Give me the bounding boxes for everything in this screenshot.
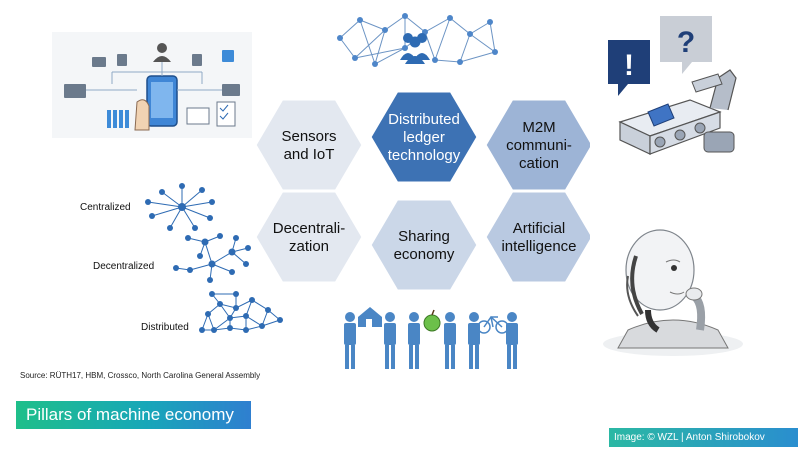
decentralized-label: Decentralized xyxy=(93,261,155,272)
iot-illustration xyxy=(52,32,252,138)
hexagon-artificial-intelligence xyxy=(483,189,590,285)
person-icon xyxy=(153,43,171,62)
centralized-label: Centralized xyxy=(80,202,131,213)
house-icon xyxy=(358,307,382,327)
hexagon-distributed-ledger xyxy=(368,89,480,185)
svg-text:!: ! xyxy=(624,49,634,82)
pillar-label-decentralization: Decentrali-zation xyxy=(273,220,346,255)
hexagon-sharing-economy xyxy=(368,197,480,293)
decentralized-network-icon xyxy=(173,233,251,283)
apple-icon xyxy=(423,309,441,332)
humanoid-robot-icon xyxy=(603,229,743,356)
smartphone-iot-icon xyxy=(134,75,178,131)
distributed-label: Distributed xyxy=(141,322,189,333)
m2m-robot-illustration: ! ? xyxy=(608,16,737,155)
network-people-icon xyxy=(400,33,430,64)
hexagon-decentralization xyxy=(253,189,365,285)
hexagon-sensors-iot xyxy=(253,97,365,193)
sharing-people-illustration xyxy=(344,307,518,369)
slide-title: Pillars of machine economy xyxy=(16,401,251,429)
question-bubble-icon: ? xyxy=(660,16,712,74)
bicycle-icon xyxy=(477,315,509,334)
distributed-network-icon xyxy=(199,291,283,333)
network-types-illustration xyxy=(145,183,283,333)
source-note: Source: RÜTH17, HBM, Crossco, North Caro… xyxy=(20,371,261,380)
exclamation-bubble-icon: ! xyxy=(608,40,650,96)
svg-text:?: ? xyxy=(677,26,695,59)
centralized-network-icon xyxy=(145,183,215,231)
image-credit: Image: © WZL | Anton Shirobokov xyxy=(609,428,798,447)
ai-humanoid-illustration xyxy=(603,229,743,356)
people-sharing-icon xyxy=(344,312,518,369)
ledger-network-illustration xyxy=(337,13,498,67)
robot-chat-icon xyxy=(618,69,737,155)
